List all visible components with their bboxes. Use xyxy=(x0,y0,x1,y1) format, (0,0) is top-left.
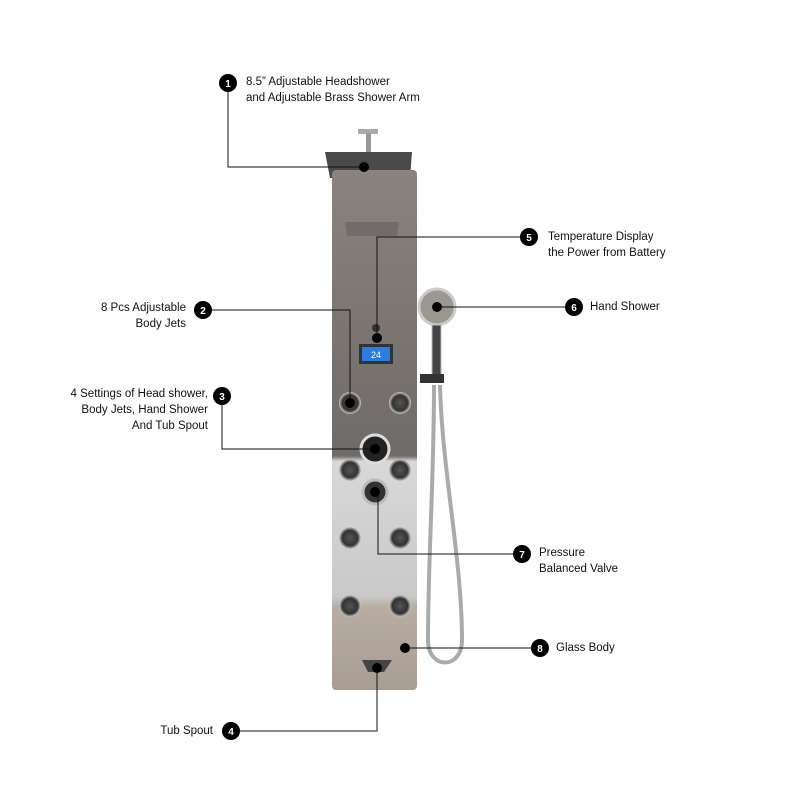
svg-text:1: 1 xyxy=(225,79,231,90)
label-headshower: 8.5” Adjustable Headshower and Adjustabl… xyxy=(246,74,420,106)
label-line: Tub Spout xyxy=(160,725,213,737)
svg-text:4: 4 xyxy=(228,727,234,738)
leader-lines xyxy=(203,83,574,732)
label-body-jets: 8 Pcs Adjustable Body Jets xyxy=(101,300,186,332)
label-line: And Tub Spout xyxy=(131,420,208,432)
label-line: Temperature Display xyxy=(548,231,654,243)
label-settings: 4 Settings of Head shower, Body Jets, Ha… xyxy=(71,386,208,434)
svg-text:2: 2 xyxy=(200,306,206,317)
badge-5: 5 xyxy=(520,228,538,246)
badge-8: 8 xyxy=(531,639,549,657)
label-line: Glass Body xyxy=(556,642,615,654)
hand-shower xyxy=(417,287,465,665)
glass-body-panel xyxy=(332,170,417,690)
badge-7: 7 xyxy=(513,545,531,563)
label-hand-shower: Hand Shower xyxy=(590,299,660,315)
label-tub-spout: Tub Spout xyxy=(160,723,213,739)
badge-1: 1 xyxy=(219,74,237,92)
label-temperature-display: Temperature Display the Power from Batte… xyxy=(548,229,666,261)
svg-text:6: 6 xyxy=(571,303,577,314)
display-reading: 24 xyxy=(371,350,381,360)
label-line: and Adjustable Brass Shower Arm xyxy=(246,92,420,104)
badge-4: 4 xyxy=(222,722,240,740)
label-line: 8 Pcs Adjustable xyxy=(100,302,186,314)
label-line: Balanced Valve xyxy=(539,563,619,575)
label-line: Hand Shower xyxy=(590,301,660,313)
label-line: Body Jets xyxy=(135,318,187,330)
label-glass-body: Glass Body xyxy=(556,640,615,656)
label-line: the Power from Battery xyxy=(548,247,666,259)
svg-text:7: 7 xyxy=(519,550,525,561)
target-dots xyxy=(345,162,442,673)
label-line: 4 Settings of Head shower, xyxy=(70,388,208,400)
label-line: 8.5” Adjustable Headshower xyxy=(246,76,390,88)
body-jets xyxy=(339,392,411,617)
svg-text:5: 5 xyxy=(526,233,532,244)
badge-6: 6 xyxy=(565,298,583,316)
label-line: Pressure xyxy=(539,547,586,559)
badge-3: 3 xyxy=(213,387,231,405)
label-pressure-valve: Pressure Balanced Valve xyxy=(539,545,618,577)
svg-text:8: 8 xyxy=(537,644,543,655)
svg-text:3: 3 xyxy=(219,392,225,403)
label-line: Body Jets, Hand Shower xyxy=(81,404,208,416)
badge-2: 2 xyxy=(194,301,212,319)
